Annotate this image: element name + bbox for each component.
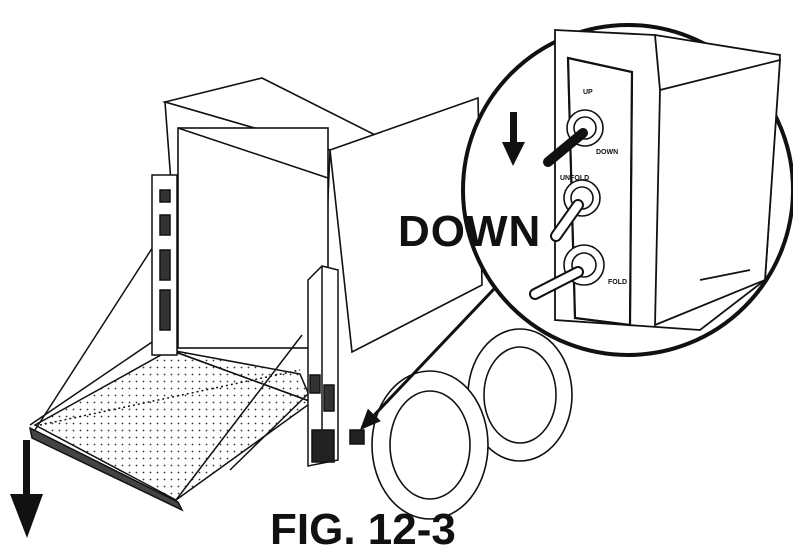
platform-down-arrow: [10, 440, 43, 538]
right-column: [307, 265, 365, 467]
callout-label: DOWN: [398, 207, 542, 256]
left-column: [151, 174, 178, 356]
truck-body: [161, 77, 483, 354]
figure-caption: FIG. 12-3: [270, 505, 456, 554]
switch-label-fold: FOLD: [608, 279, 627, 286]
liftgate-diagram: UP DOWN UNFOLD FOLD: [10, 23, 793, 538]
control-box-callout: UP DOWN UNFOLD FOLD: [461, 23, 793, 357]
wheels: [371, 328, 573, 520]
switch-label-up: UP: [583, 89, 593, 96]
toggle-down-arrow-icon: [502, 112, 525, 166]
up-down-switch: [543, 109, 604, 167]
callout-leader-arrow: [359, 268, 514, 431]
fold-unfold-switch: [550, 179, 601, 242]
third-switch: [529, 244, 605, 300]
switch-label-down: DOWN: [596, 149, 618, 156]
switch-label-unfold: UNFOLD: [560, 175, 589, 182]
liftgate-platform: [28, 235, 314, 512]
